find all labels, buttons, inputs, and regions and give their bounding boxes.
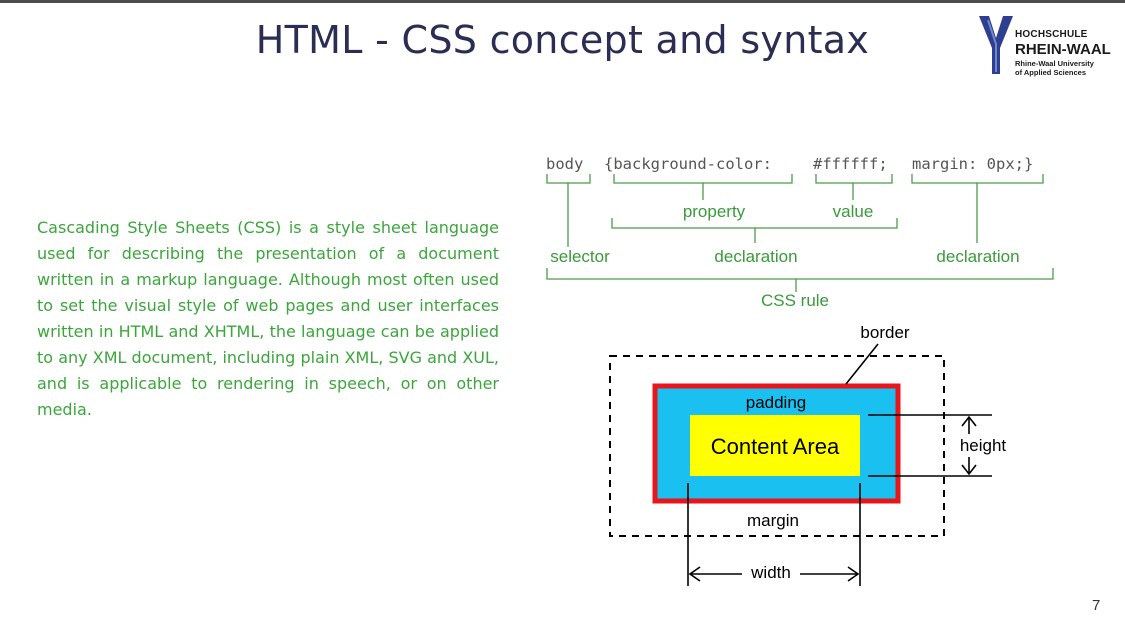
logo-line-3: Rhine-Waal University: [1015, 59, 1094, 68]
logo-line-4: of Applied Sciences: [1015, 67, 1086, 77]
label-padding: padding: [746, 393, 807, 412]
label-value: value: [833, 202, 874, 221]
label-property: property: [683, 202, 746, 221]
top-rule: [0, 0, 1125, 3]
label-width: width: [750, 563, 791, 582]
label-selector: selector: [550, 247, 610, 266]
logo-line-1: HOCHSCHULE: [1015, 29, 1088, 40]
slide-title: HTML - CSS concept and syntax: [255, 18, 870, 62]
code-value: #ffffff;: [813, 155, 888, 173]
logo-line-2: RHEIN-WAAL: [1015, 41, 1111, 58]
syntax-labels: property value selector declaration decl…: [550, 202, 1019, 310]
css-description-paragraph: Cascading Style Sheets (CSS) is a style …: [37, 218, 499, 419]
label-margin: margin: [747, 511, 799, 530]
label-declaration-1: declaration: [714, 247, 797, 266]
box-model-diagram: border padding Content Area height margi…: [609, 323, 1007, 586]
label-content-area: Content Area: [711, 434, 840, 459]
syntax-brackets: [546, 174, 1054, 292]
code-declaration-2: margin: 0px;}: [912, 155, 1033, 173]
page-number: 7: [1092, 597, 1101, 614]
content-box: [690, 415, 860, 476]
logo-mark-icon: [979, 16, 1013, 74]
label-declaration-2: declaration: [936, 247, 1019, 266]
height-measure: [868, 414, 992, 477]
logo-wordmark: HOCHSCHULE RHEIN-WAAL Rhine-Waal Univers…: [1015, 30, 1111, 76]
university-logo: HOCHSCHULE RHEIN-WAAL Rhine-Waal Univers…: [975, 12, 1125, 87]
label-height: height: [960, 436, 1007, 455]
code-property: {background-color:: [604, 155, 772, 173]
label-css-rule: CSS rule: [761, 291, 829, 310]
css-syntax-diagram: body {background-color: #ffffff; margin:…: [546, 155, 1033, 173]
code-selector: body: [546, 155, 583, 173]
label-border: border: [860, 323, 909, 342]
width-measure: [687, 483, 861, 586]
margin-box: [609, 355, 945, 537]
border-pointer: [845, 343, 879, 385]
